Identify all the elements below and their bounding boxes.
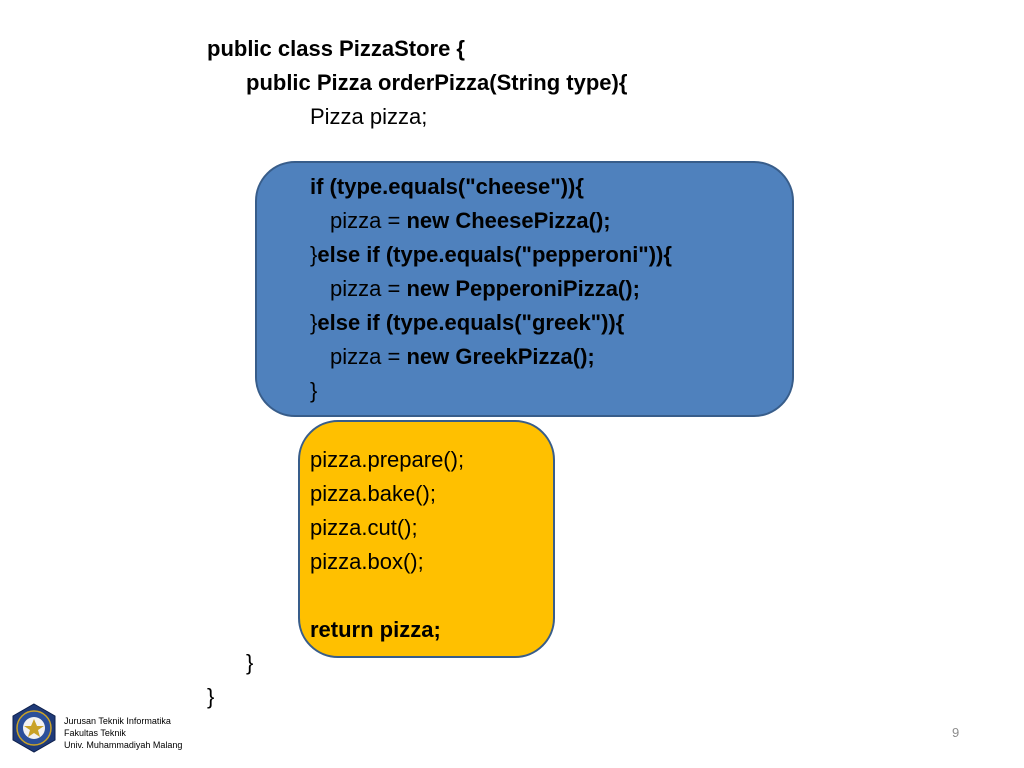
footer-department: Jurusan Teknik Informatika <box>64 716 171 726</box>
page-number: 9 <box>952 725 960 740</box>
new-pepperoni-pizza: new PepperoniPizza(); <box>406 276 640 301</box>
assign-prefix: pizza = <box>330 344 407 369</box>
new-greek-pizza: new GreekPizza(); <box>406 344 595 369</box>
variable-declaration: Pizza pizza; <box>310 104 428 129</box>
method-close-brace: } <box>246 650 254 675</box>
pepperoni-assignment-line: pizza = new PepperoniPizza(); <box>330 274 640 304</box>
prepare-call: pizza.prepare(); <box>310 447 465 472</box>
else-if-greek-line: }else if (type.equals("greek")){ <box>310 308 624 338</box>
if-cheese-line: if (type.equals("cheese")){ <box>310 174 584 199</box>
footer-institution: Jurusan Teknik Informatika Fakultas Tekn… <box>64 715 182 751</box>
bake-call: pizza.bake(); <box>310 481 436 506</box>
box-call: pizza.box(); <box>310 549 424 574</box>
assign-prefix: pizza = <box>330 208 407 233</box>
return-statement: return pizza; <box>310 617 441 642</box>
new-cheese-pizza: new CheesePizza(); <box>406 208 611 233</box>
greek-assignment-line: pizza = new GreekPizza(); <box>330 342 595 372</box>
close-brace: } <box>310 242 318 267</box>
close-brace: } <box>310 310 318 335</box>
else-if-pepperoni: else if (type.equals("pepperoni")){ <box>317 242 672 267</box>
university-logo-icon <box>12 703 56 753</box>
class-close-brace: } <box>207 684 215 709</box>
cheese-assignment-line: pizza = new CheesePizza(); <box>330 206 611 236</box>
assign-prefix: pizza = <box>330 276 407 301</box>
varying-code-highlight-box <box>255 161 794 417</box>
method-declaration: public Pizza orderPizza(String type){ <box>246 70 628 95</box>
if-block-close-brace: } <box>310 378 318 403</box>
footer-university: Univ. Muhammadiyah Malang <box>64 740 183 750</box>
else-if-pepperoni-line: }else if (type.equals("pepperoni")){ <box>310 240 672 270</box>
footer-faculty: Fakultas Teknik <box>64 728 126 738</box>
else-if-greek: else if (type.equals("greek")){ <box>317 310 625 335</box>
cut-call: pizza.cut(); <box>310 515 418 540</box>
class-declaration: public class PizzaStore { <box>207 36 465 61</box>
constant-code-highlight-box <box>298 420 555 658</box>
